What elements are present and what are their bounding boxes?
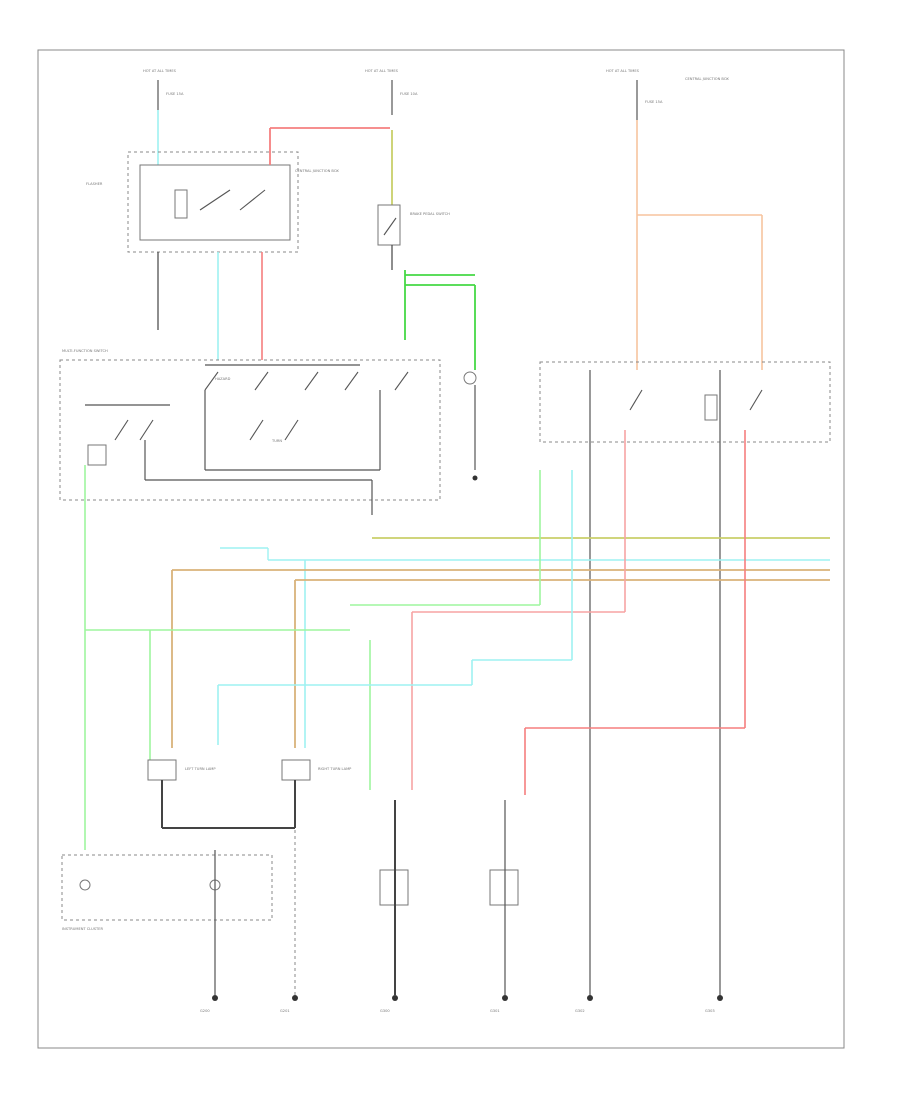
svg-text:FLASHER: FLASHER (86, 182, 103, 186)
svg-text:G302: G302 (575, 1009, 585, 1013)
svg-text:HOT AT ALL TIMES: HOT AT ALL TIMES (143, 69, 177, 73)
svg-text:INSTRUMENT CLUSTER: INSTRUMENT CLUSTER (62, 927, 103, 931)
svg-text:MULTI-FUNCTION SWITCH: MULTI-FUNCTION SWITCH (62, 349, 108, 353)
bottom-lamp-2 (489, 800, 519, 995)
brake-switch: BRAKE PEDAL SWITCH (377, 204, 450, 246)
indicator-lamp (463, 371, 478, 481)
svg-text:HOT AT ALL TIMES: HOT AT ALL TIMES (606, 69, 640, 73)
svg-text:G201: G201 (280, 1009, 290, 1013)
svg-text:CENTRAL JUNCTION BOX: CENTRAL JUNCTION BOX (295, 169, 339, 173)
svg-text:G300: G300 (380, 1009, 390, 1013)
instrument-cluster: INSTRUMENT CLUSTER (61, 850, 273, 995)
svg-text:LEFT TURN LAMP: LEFT TURN LAMP (185, 767, 216, 771)
ground-row: G200 G201 G300 G301 G302 G303 (200, 995, 723, 1013)
svg-text:TURN: TURN (271, 439, 282, 443)
svg-text:RIGHT TURN LAMP: RIGHT TURN LAMP (318, 767, 352, 771)
multifunction-switch: MULTI-FUNCTION SWITCH HAZARD TURN (59, 349, 441, 515)
svg-text:FUSE 15A: FUSE 15A (166, 92, 184, 96)
svg-text:FUSE 10A: FUSE 10A (400, 92, 418, 96)
diagram-frame (37, 49, 845, 1049)
bottom-lamp-1 (379, 800, 409, 995)
top-left-power-source: HOT AT ALL TIMES FUSE 15A (143, 69, 184, 165)
svg-text:BRAKE PEDAL SWITCH: BRAKE PEDAL SWITCH (410, 212, 450, 216)
svg-text:FUSE 15A: FUSE 15A (645, 100, 663, 104)
top-right-power-source: HOT AT ALL TIMES CENTRAL JUNCTION BOX FU… (606, 69, 763, 370)
top-center-power-source: HOT AT ALL TIMES FUSE 10A (365, 69, 418, 205)
lamp-left: LEFT TURN LAMP (147, 759, 216, 781)
svg-text:G303: G303 (705, 1009, 715, 1013)
svg-text:G301: G301 (490, 1009, 500, 1013)
svg-text:G200: G200 (200, 1009, 210, 1013)
lamp-right: RIGHT TURN LAMP (281, 759, 352, 781)
svg-text:HOT AT ALL TIMES: HOT AT ALL TIMES (365, 69, 399, 73)
svg-text:CENTRAL JUNCTION BOX: CENTRAL JUNCTION BOX (685, 77, 729, 81)
svg-text:HAZARD: HAZARD (215, 377, 231, 381)
flasher-module: FLASHER CENTRAL JUNCTION BOX (86, 127, 390, 253)
right-relays (539, 361, 831, 1000)
